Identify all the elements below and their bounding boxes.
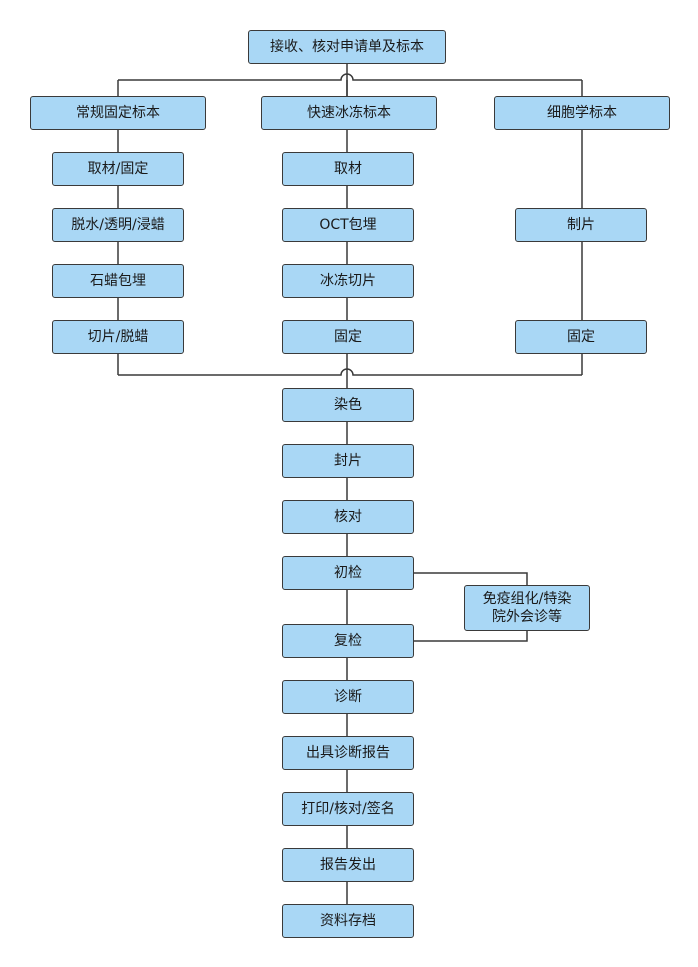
node-routine-specimen: 常规固定标本 (30, 96, 206, 130)
node-seal: 封片 (282, 444, 414, 478)
node-archive: 资料存档 (282, 904, 414, 938)
node-stain: 染色 (282, 388, 414, 422)
node-routine-sampling: 取材/固定 (52, 152, 184, 186)
node-consultation: 免疫组化/特染 院外会诊等 (464, 585, 590, 631)
node-routine-embed: 石蜡包埋 (52, 264, 184, 298)
node-frozen-section: 冰冻切片 (282, 264, 414, 298)
node-first-exam: 初检 (282, 556, 414, 590)
node-routine-dehydrate: 脱水/透明/浸蜡 (52, 208, 184, 242)
node-cytology-specimen: 细胞学标本 (494, 96, 670, 130)
node-cyto-fix: 固定 (515, 320, 647, 354)
node-frozen-specimen: 快速冰冻标本 (261, 96, 437, 130)
node-cyto-prep: 制片 (515, 208, 647, 242)
node-second-exam: 复检 (282, 624, 414, 658)
node-frozen-sampling: 取材 (282, 152, 414, 186)
node-send-report: 报告发出 (282, 848, 414, 882)
node-routine-section: 切片/脱蜡 (52, 320, 184, 354)
node-frozen-oct: OCT包埋 (282, 208, 414, 242)
node-print-sign: 打印/核对/签名 (282, 792, 414, 826)
node-diagnosis: 诊断 (282, 680, 414, 714)
node-frozen-fix: 固定 (282, 320, 414, 354)
node-issue-report: 出具诊断报告 (282, 736, 414, 770)
node-verify: 核对 (282, 500, 414, 534)
node-receive-verify: 接收、核对申请单及标本 (248, 30, 446, 64)
